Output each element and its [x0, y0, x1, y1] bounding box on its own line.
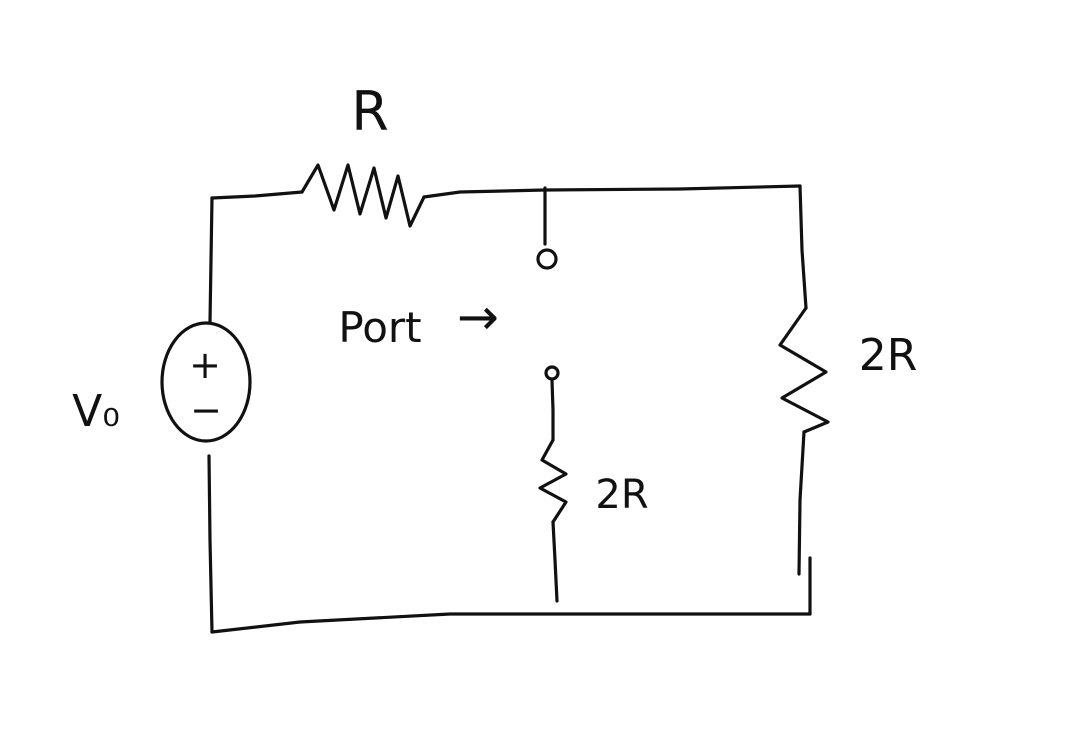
wire-right-upper [798, 184, 808, 310]
wire-top-left [210, 190, 304, 200]
port-terminal-bottom [544, 365, 560, 381]
port-label: Port [338, 303, 421, 352]
wire-right-lower [797, 430, 806, 576]
wire-left-lower [207, 454, 214, 634]
voltage-source-plus: + [189, 343, 221, 387]
voltage-source-minus: − [190, 388, 222, 432]
wire-middle-lower [551, 520, 559, 603]
middle-resistor-label: 2R [595, 472, 648, 518]
voltage-source-label: V₀ [72, 386, 120, 437]
middle-resistor [538, 438, 568, 524]
port-lower-lead [550, 378, 555, 442]
port-arrow: → [457, 288, 499, 346]
voltage-source [160, 321, 252, 443]
right-resistor-label: 2R [859, 330, 918, 381]
port-terminal-top [536, 248, 558, 270]
top-resistor [300, 163, 426, 228]
top-resistor-label: R [351, 80, 389, 143]
wires [207, 184, 812, 634]
wire-left-upper [208, 196, 214, 324]
wire-bottom [210, 612, 812, 634]
wire-top-right [422, 184, 802, 199]
right-resistor [778, 306, 830, 434]
